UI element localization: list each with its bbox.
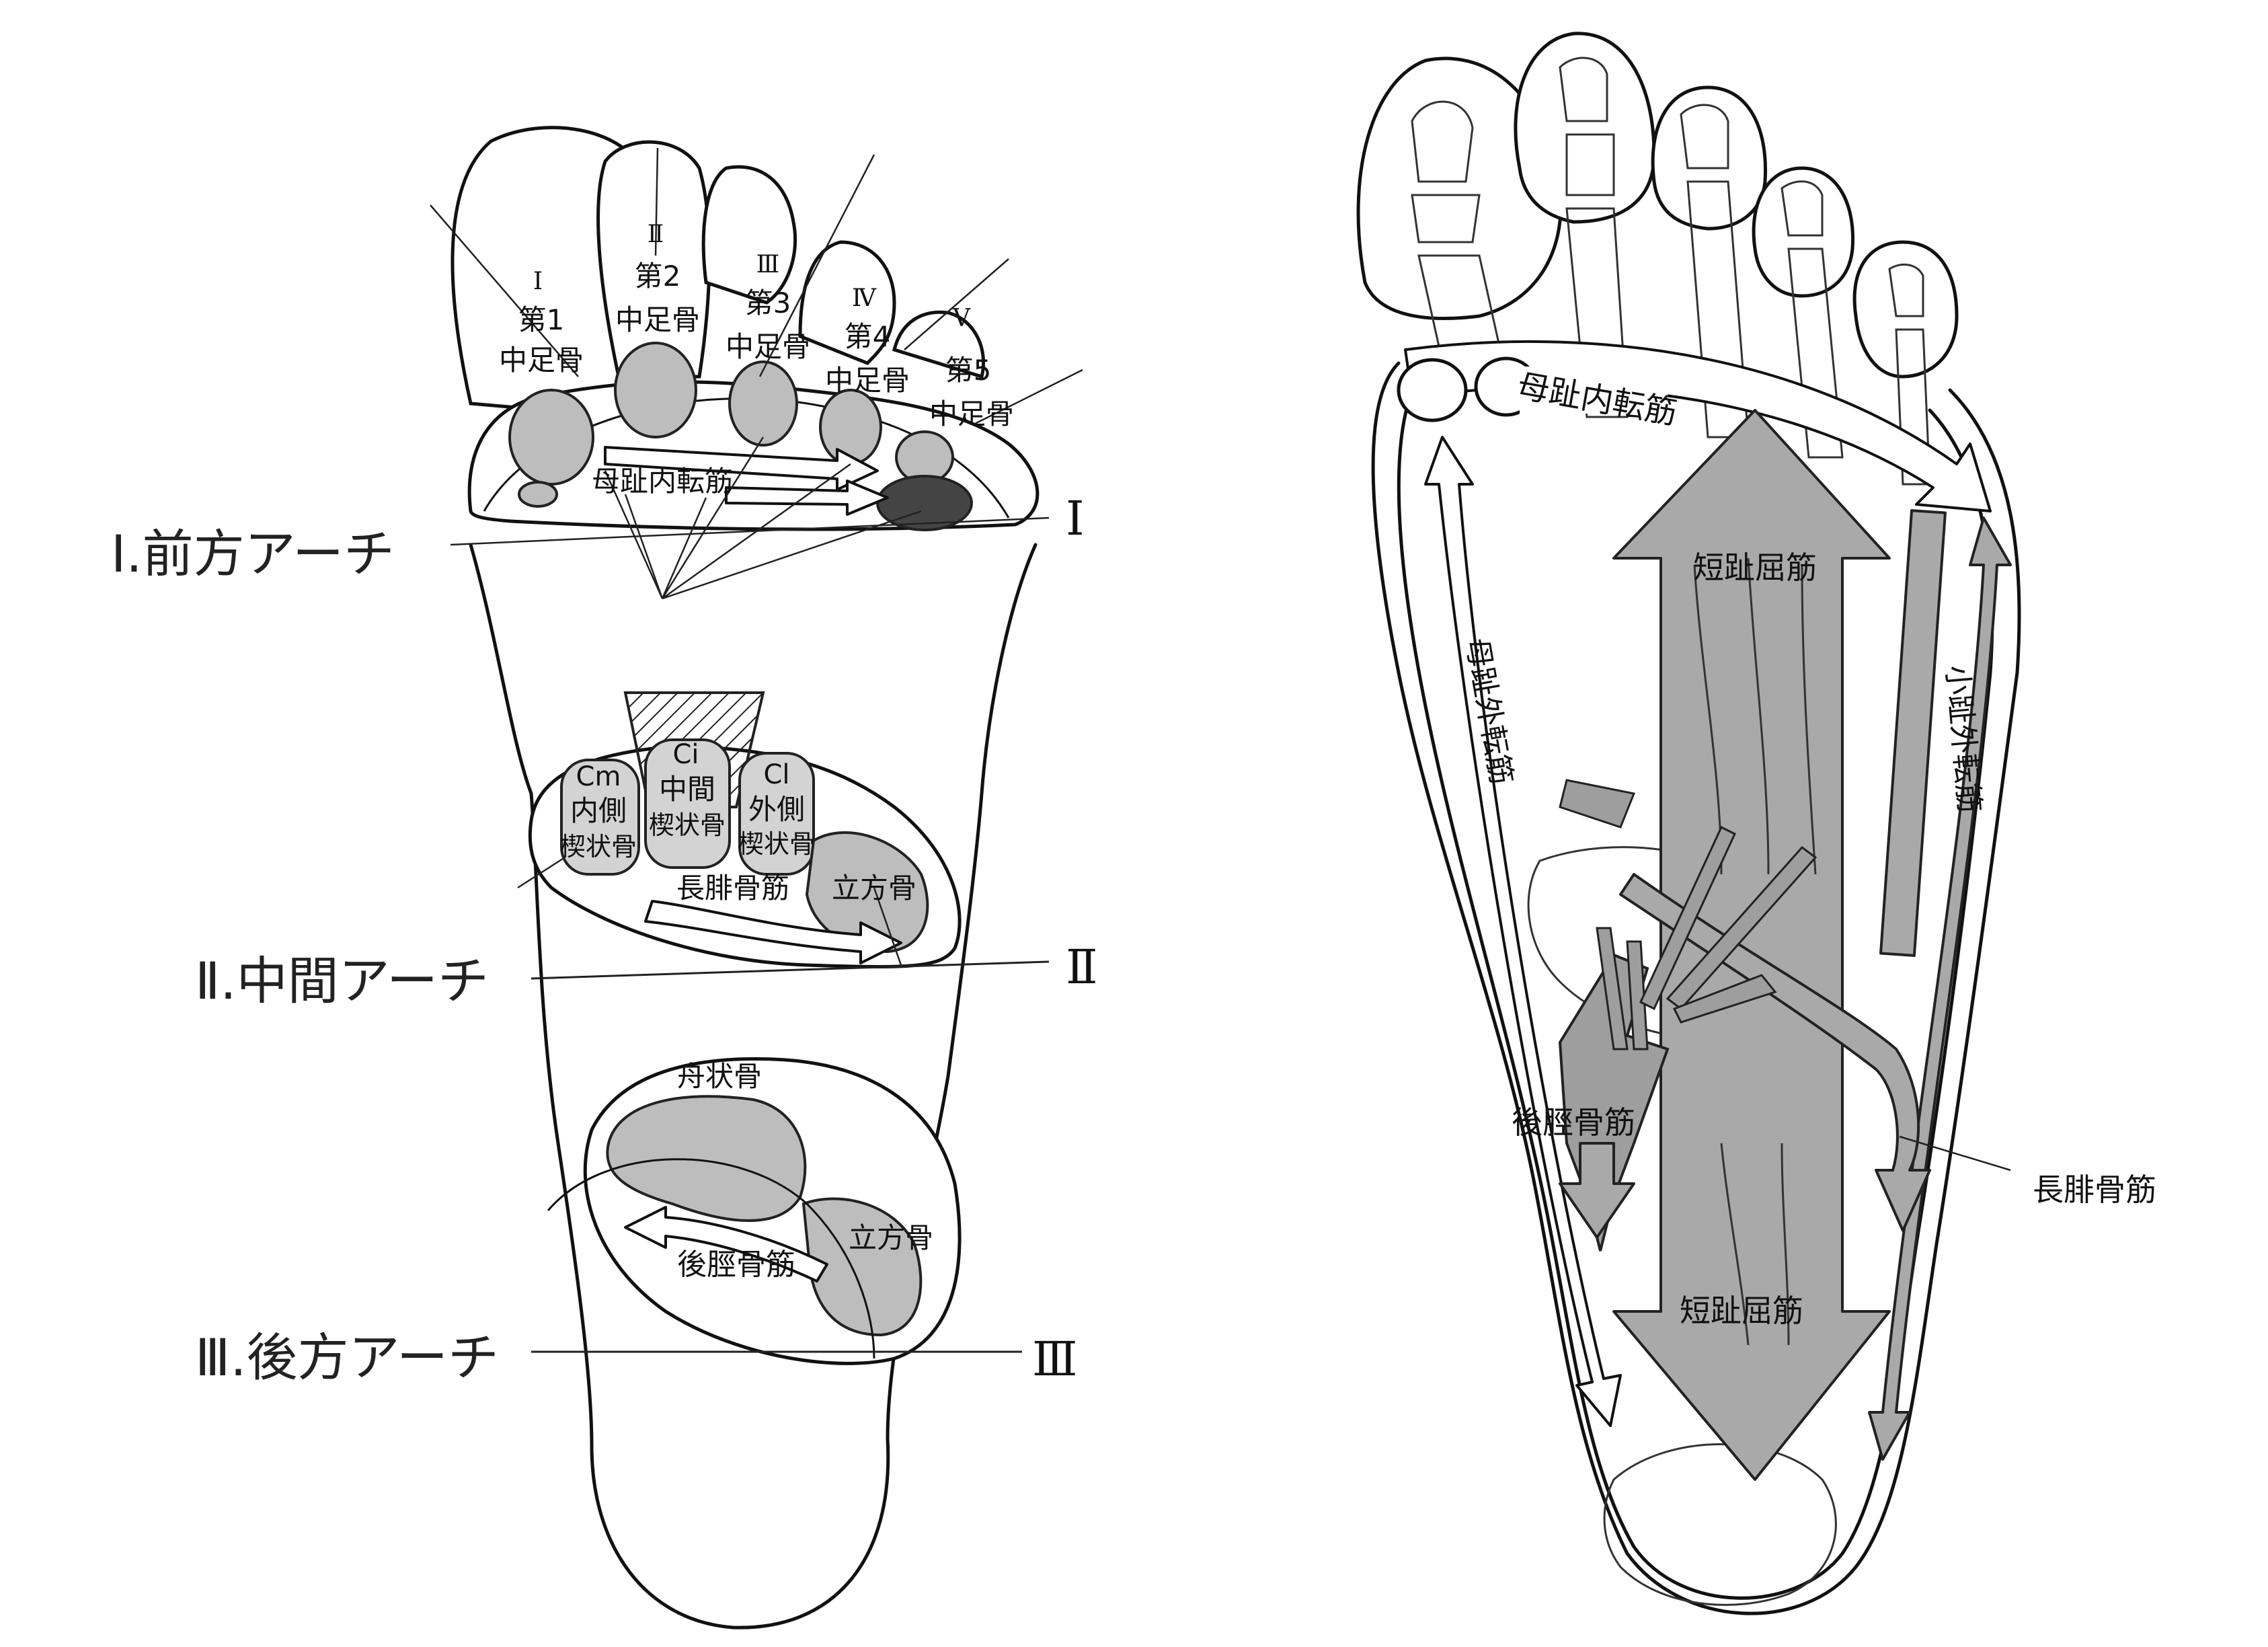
metatarsal-5-label-a: 第5 [945,354,992,387]
midfoot-leader-line-2 [873,887,902,966]
metatarsal-3-label-b: 中足骨 [726,330,810,363]
midfoot-cuboid-label: 立方骨 [832,872,916,905]
roman-3: Ⅲ [756,251,780,278]
fdb-double-arrow [1612,409,1891,1481]
arch-2-marker: Ⅱ [1066,940,1098,995]
medial-cuneiform-code: Cm [576,761,621,792]
right-toes [1356,32,1959,379]
arch-1-marker: Ⅰ [1066,491,1085,546]
right-foot-figure: 母趾内転筋 短趾屈筋 短趾屈筋 母趾外転筋 小趾外転筋 後脛骨筋 長腓骨筋 [1356,32,2156,1615]
tibialis-posterior-arrow [1559,1142,1635,1239]
hindfoot-inner-curve [547,1158,875,1359]
metatarsal-3-head [728,360,798,447]
lateral-cuneiform-label-a: 外側 [748,793,805,826]
lateral-cuneiform-label-b: 楔状骨 [738,829,815,859]
right-toe-5 [1852,240,1959,379]
navicular-label: 舟状骨 [677,1060,762,1093]
intermediate-cuneiform-label-a: 中間 [659,773,715,806]
arch-3-marker: Ⅲ [1032,1332,1078,1387]
hallux-sesamoid [1397,358,1468,422]
intermediate-cuneiform-label-b: 楔状骨 [649,810,726,840]
cuneiform-bones [560,738,929,954]
metatarsal-4-head [819,389,882,465]
abductor-digiti-minimi-arrow [1868,516,2012,1461]
adductor-arrow-lower [725,480,889,516]
hindfoot-labels: 舟状骨 立方骨 後脛骨筋 [677,1060,933,1282]
toe-5 [892,310,986,379]
peroneus-arrow [644,900,902,964]
tibialis-posterior-label: 後脛骨筋 [1512,1104,1635,1141]
roman-5: Ⅴ [952,305,971,332]
medial-cuneiform-label-b: 楔状骨 [560,832,637,861]
right-foot-outline-outer [1371,361,2021,1615]
metatarsal-2-label-b: 中足骨 [615,303,700,336]
metatarsal-heads [508,342,973,531]
intermediate-cuneiform [644,738,731,869]
right-figure-labels: 母趾内転筋 短趾屈筋 短趾屈筋 母趾外転筋 小趾外転筋 後脛骨筋 長腓骨筋 [1459,367,2156,1329]
abductor-digiti-minimi-band [1879,509,1947,957]
metatarsal-4-label-b: 中足骨 [825,364,910,397]
peroneus-longus-band [1619,873,1931,1232]
intermediate-cuneiform-code: Ci [672,739,699,770]
fdb-top-label: 短趾屈筋 [1693,549,1817,586]
tibialis-slips [1559,779,1817,1050]
metatarsal-5-label-b: 中足骨 [929,397,1014,430]
forefoot-leader-lines [430,147,1083,600]
metatarsal-1-label-b: 中足骨 [499,344,584,377]
arch-3-title: Ⅲ.後方アーチ [195,1328,499,1387]
left-foot-figure: Ⅰ 第1 中足骨 Ⅱ 第2 中足骨 Ⅲ 第3 中足骨 Ⅳ 第4 中足骨 Ⅴ 第5… [111,126,1098,1630]
fdb-texture [1693,558,1817,1346]
toe-3 [701,165,797,305]
metatarsal-1-head [508,389,594,486]
hindfoot-muscle-label: 後脛骨筋 [677,1248,795,1282]
medial-cuneiform [560,759,640,876]
left-foot-outline [469,543,1038,1630]
adductor-arrow-upper [604,446,879,491]
metatarsal-2-head [614,342,697,438]
roman-2: Ⅱ [648,221,664,248]
midfoot-muscle-label: 長腓骨筋 [676,872,789,905]
right-toe-3 [1651,85,1768,231]
metatarsal-4-label-a: 第4 [845,320,891,353]
forefoot-muscle-label: 母趾内転筋 [592,465,733,498]
hindfoot-cuboid-label: 立方骨 [849,1221,933,1254]
navicular-bone [606,1095,807,1222]
arch-1-title: Ⅰ.前方アーチ [111,524,395,584]
fdb-bottom-label: 短趾屈筋 [1680,1293,1803,1329]
roman-1: Ⅰ [533,268,543,295]
arch-2-title: Ⅱ.中間アーチ [195,951,489,1011]
right-toe-2 [1514,32,1656,224]
tibialis-arrow [624,1206,828,1282]
abductor-hallucis-arrow [1424,436,1622,1427]
right-toe-4 [1752,166,1855,298]
medial-cuneiform-label-a: 内側 [570,794,627,827]
hindfoot-cuboid [801,1197,923,1337]
metatarsal-3-label-a: 第3 [745,286,791,319]
right-foot-outline-inner [1397,375,1994,1600]
toes [451,126,986,419]
adductor-label-bg [1520,367,1668,414]
peroneus-longus-label: 長腓骨筋 [2033,1172,2156,1208]
toe-4 [798,240,896,365]
arch-2-line [531,960,1050,980]
lateral-cuneiform [738,752,815,876]
lateral-cuneiform-code: Cl [763,759,789,790]
metatarsal-2-label-a: 第2 [635,260,681,293]
metatarsal-1-sesamoid [518,481,558,508]
midfoot-labels: Cm 内側 楔状骨 Ci 中間 楔状骨 Cl 外側 楔状骨 立方骨 長腓骨筋 [560,739,916,905]
midfoot-leader-line [517,856,565,889]
peroneus-longus-leader [1899,1135,2011,1172]
roman-4: Ⅳ [852,284,877,312]
metatarsal-1-label-a: 第1 [518,303,565,336]
forefoot-labels: Ⅰ 第1 中足骨 Ⅱ 第2 中足骨 Ⅲ 第3 中足骨 Ⅳ 第4 中足骨 Ⅴ 第5… [499,221,1014,498]
